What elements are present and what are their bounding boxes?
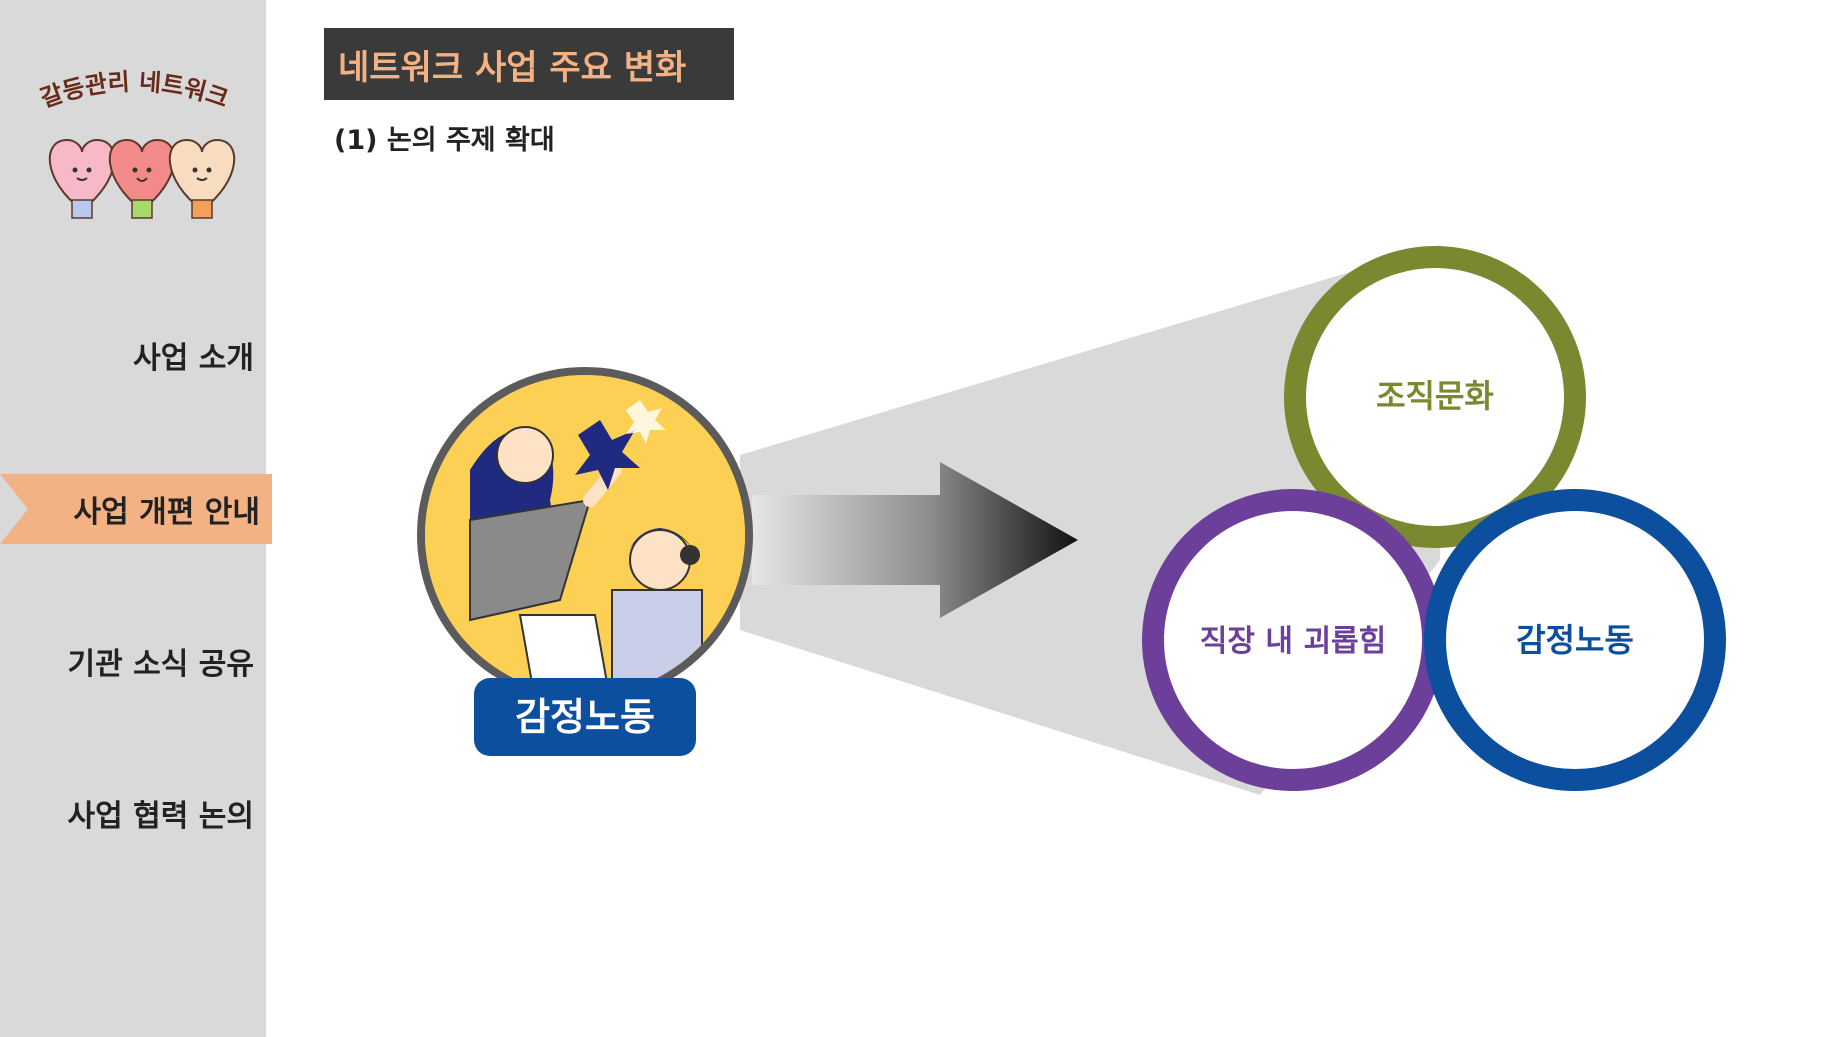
topic-circle-organizational-culture: 조직문화 — [1284, 246, 1586, 548]
source-topic-badge — [474, 678, 696, 756]
heart-character-icon — [168, 138, 236, 219]
nav-item-label: 기관 소식 공유 — [67, 647, 255, 682]
logo: 갈등관리 네트워크 — [37, 68, 236, 219]
topic-circle-workplace-harassment: 직장 내 괴롭힘 — [1142, 489, 1444, 791]
heart-character-icon — [108, 138, 176, 219]
topic-circle-label: 조직문화 — [1376, 377, 1494, 415]
sidebar: 갈등관리 네트워크 사업 소개 사업 개편 안내 기 — [0, 0, 272, 1037]
source-topic-label: 감정노동 — [515, 695, 655, 739]
nav-item-label: 사업 개편 안내 — [73, 495, 261, 530]
nav-item-label: 사업 협력 논의 — [67, 799, 255, 834]
topic-circle-label: 감정노동 — [1516, 621, 1634, 659]
nav-item-cooperation[interactable]: 사업 협력 논의 — [0, 778, 266, 848]
emotional-labor-illustration: 감정노동 — [417, 367, 753, 756]
nav-item-news[interactable]: 기관 소식 공유 — [0, 626, 266, 696]
page-subtitle: (1) 논의 주제 확대 — [334, 125, 555, 156]
page-title: 네트워크 사업 주요 변화 — [324, 28, 734, 100]
topic-circle-emotional-labor: 감정노동 — [1424, 489, 1726, 791]
nav-item-intro[interactable]: 사업 소개 — [0, 320, 266, 390]
topic-circle-label: 직장 내 괴롭힘 — [1200, 624, 1387, 659]
nav-item-reorganization[interactable]: 사업 개편 안내 — [0, 474, 272, 544]
arrow-icon — [752, 462, 1078, 618]
nav-item-label: 사업 소개 — [133, 341, 254, 376]
active-tab-marker — [0, 474, 272, 544]
heart-character-icon — [48, 138, 116, 219]
